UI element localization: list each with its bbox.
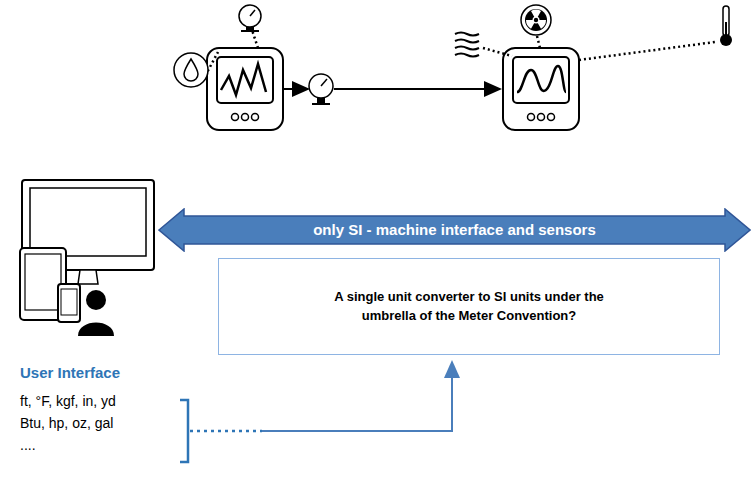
radiation-sensor (521, 5, 551, 35)
node-text: only SI - machine interface and sensors (313, 219, 596, 241)
leader-arrow (262, 364, 452, 431)
pressure-gauge (309, 74, 333, 104)
ellipsis: .... (20, 437, 36, 453)
drop-sensor (174, 53, 208, 87)
si-band: only SI - machine interface and sensors (158, 208, 751, 252)
node-text: A single unit converter to SI units unde… (319, 288, 619, 326)
bracket (180, 400, 188, 462)
level-sensor (455, 33, 479, 57)
ui-heading: User Interface (20, 364, 120, 381)
question-box: A single unit converter to SI units unde… (218, 258, 720, 355)
monitor-device (207, 48, 283, 130)
leader-line (190, 430, 262, 433)
monitor-device (503, 48, 579, 130)
unit-list: Btu, hp, oz, gal (20, 415, 113, 431)
unit-list: ft, °F, kgf, in, yd (20, 393, 116, 409)
user-devices (20, 180, 154, 336)
pressure-gauge (239, 5, 261, 31)
thermometer (720, 6, 732, 46)
sensor-link (203, 30, 715, 80)
